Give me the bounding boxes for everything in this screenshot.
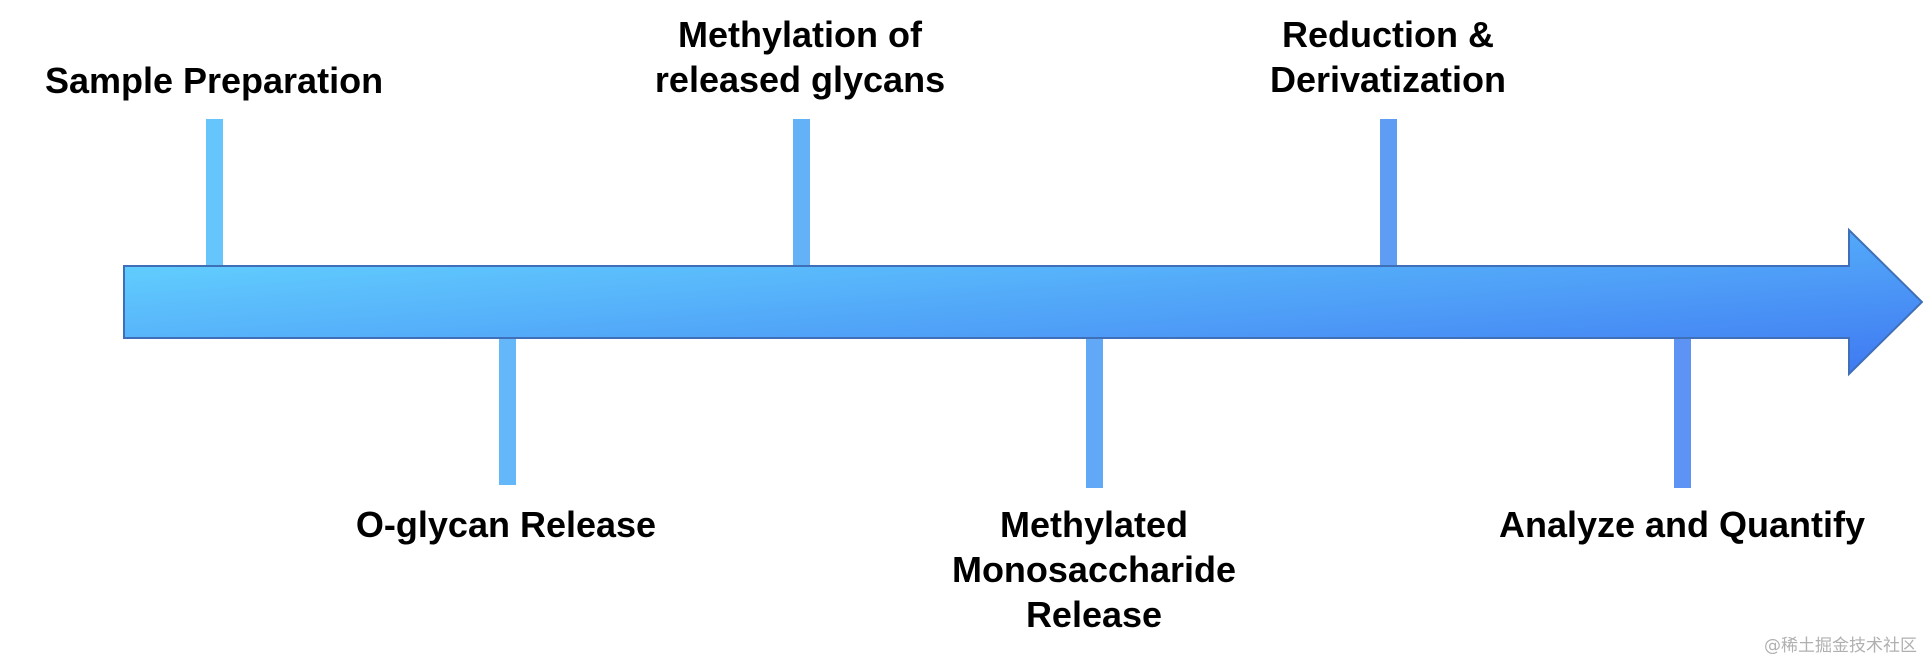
step-label-sample-preparation: Sample Preparation [44,60,384,101]
step-label-o-glycan-release: O-glycan Release [355,504,657,545]
step-connector-2 [499,338,516,485]
step-label-monosaccharide-release: Methylated Monosaccharide Release [951,504,1237,635]
step-connector-6 [1674,338,1691,488]
timeline-arrow [123,227,1923,377]
step-label-methylation: Methylation of released glycans [654,14,946,100]
step-connector-5 [1380,119,1397,266]
step-label-analyze-quantify: Analyze and Quantify [1498,504,1866,545]
step-connector-3 [793,119,810,266]
step-connector-1 [206,119,223,266]
step-label-reduction-derivatization: Reduction & Derivatization [1269,14,1507,100]
step-connector-4 [1086,338,1103,488]
watermark-text: @稀土掘金技术社区 [1764,636,1917,656]
